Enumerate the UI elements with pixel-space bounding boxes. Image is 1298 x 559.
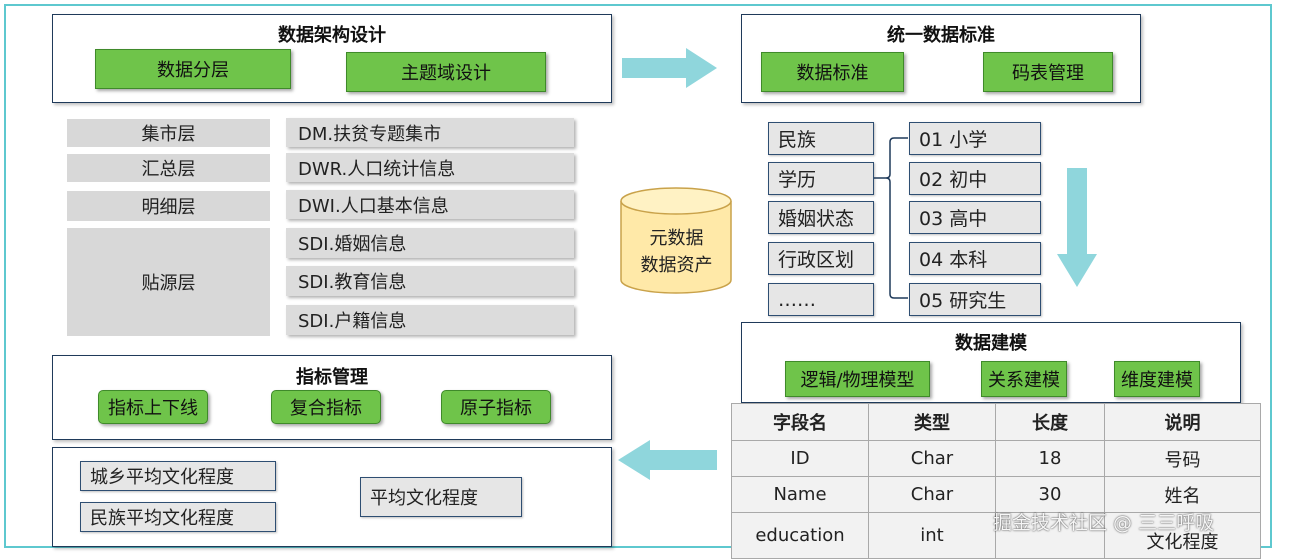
database-icon xyxy=(620,187,732,294)
code-senior: 03 高中 xyxy=(909,201,1041,234)
field-admin-region: 行政区划 xyxy=(768,242,874,275)
standards-panel: 统一数据标准 数据标准 码表管理 xyxy=(741,14,1141,103)
cell-description: 姓名 xyxy=(1104,476,1261,513)
layer-detail: 明细层 xyxy=(67,191,270,221)
watermark: 掘金技术社区 @ 三三呼吸 xyxy=(993,512,1215,534)
cell-length xyxy=(995,512,1105,559)
metric-online-offline-button[interactable]: 指标上下线 xyxy=(98,390,208,424)
metrics-title: 指标管理 xyxy=(296,367,368,388)
header-type: 类型 xyxy=(868,403,996,441)
atomic-metric-button[interactable]: 原子指标 xyxy=(441,390,551,424)
field-more: …… xyxy=(768,283,874,316)
modeling-title: 数据建模 xyxy=(955,333,1027,354)
metadata-cylinder: 元数据 数据资产 xyxy=(620,187,733,295)
architecture-panel: 数据架构设计 数据分层 主题域设计 xyxy=(52,14,612,103)
field-education: 学历 xyxy=(768,162,874,195)
cell-type: Char xyxy=(868,440,996,477)
indicator-urban-rural: 城乡平均文化程度 xyxy=(80,461,276,491)
relational-modeling-button[interactable]: 关系建模 xyxy=(981,361,1067,397)
code-primary: 01 小学 xyxy=(909,122,1041,155)
cell-type: int xyxy=(868,512,996,559)
layer-mart: 集市层 xyxy=(67,119,270,147)
indicator-ethnic: 民族平均文化程度 xyxy=(80,502,276,532)
table-dwr-population-stats: DWR.人口统计信息 xyxy=(286,153,574,182)
field-ethnicity: 民族 xyxy=(768,122,874,155)
dimensional-modeling-button[interactable]: 维度建模 xyxy=(1114,361,1200,397)
diagram-frame xyxy=(4,4,1272,548)
arrow-down-icon xyxy=(1057,168,1097,287)
architecture-title: 数据架构设计 xyxy=(278,25,386,46)
table-sdi-education: SDI.教育信息 xyxy=(286,266,574,296)
header-field-name: 字段名 xyxy=(731,403,869,441)
table-row: ID Char 18 号码 xyxy=(731,440,1261,477)
table-sdi-marriage: SDI.婚姻信息 xyxy=(286,228,574,258)
table-header-row: 字段名 类型 长度 说明 xyxy=(731,403,1261,441)
cell-description: 号码 xyxy=(1104,440,1261,477)
layer-source: 贴源层 xyxy=(67,228,270,336)
arrow-right-icon xyxy=(622,48,717,88)
cell-length: 30 xyxy=(995,476,1105,513)
field-table: 字段名 类型 长度 说明 ID Char 18 号码 Name Char 30 … xyxy=(731,403,1261,559)
header-description: 说明 xyxy=(1104,403,1261,441)
cell-description: 文化程度 xyxy=(1104,512,1261,559)
cell-length: 18 xyxy=(995,440,1105,477)
indicators-panel: 城乡平均文化程度 民族平均文化程度 平均文化程度 xyxy=(52,447,612,547)
code-graduate: 05 研究生 xyxy=(909,283,1041,316)
indicator-average: 平均文化程度 xyxy=(360,477,522,517)
metrics-panel: 指标管理 指标上下线 复合指标 原子指标 xyxy=(52,355,612,440)
code-bachelor: 04 本科 xyxy=(909,242,1041,275)
table-sdi-household: SDI.户籍信息 xyxy=(286,305,574,335)
header-length: 长度 xyxy=(995,403,1105,441)
data-standard-button[interactable]: 数据标准 xyxy=(761,52,904,92)
table-dm-poverty: DM.扶贫专题集市 xyxy=(286,118,574,147)
arrow-left-icon xyxy=(618,440,717,480)
layer-summary: 汇总层 xyxy=(67,154,270,182)
standards-title: 统一数据标准 xyxy=(887,25,995,46)
logical-physical-model-button[interactable]: 逻辑/物理模型 xyxy=(785,361,930,397)
composite-metric-button[interactable]: 复合指标 xyxy=(271,390,381,424)
data-layering-button[interactable]: 数据分层 xyxy=(95,49,291,89)
code-junior: 02 初中 xyxy=(909,162,1041,195)
code-table-button[interactable]: 码表管理 xyxy=(983,52,1113,92)
data-asset-label: 数据资产 xyxy=(640,255,713,276)
field-marital-status: 婚姻状态 xyxy=(768,201,874,234)
bracket-connector xyxy=(874,137,908,299)
subject-domain-button[interactable]: 主题域设计 xyxy=(346,52,546,92)
metadata-label: 元数据 xyxy=(649,228,704,249)
cell-field-name: Name xyxy=(731,476,869,513)
table-dwi-population-basic: DWI.人口基本信息 xyxy=(286,190,574,219)
cell-field-name: education xyxy=(731,512,869,559)
modeling-panel: 数据建模 逻辑/物理模型 关系建模 维度建模 xyxy=(741,322,1241,403)
cell-field-name: ID xyxy=(731,440,869,477)
cell-type: Char xyxy=(868,476,996,513)
